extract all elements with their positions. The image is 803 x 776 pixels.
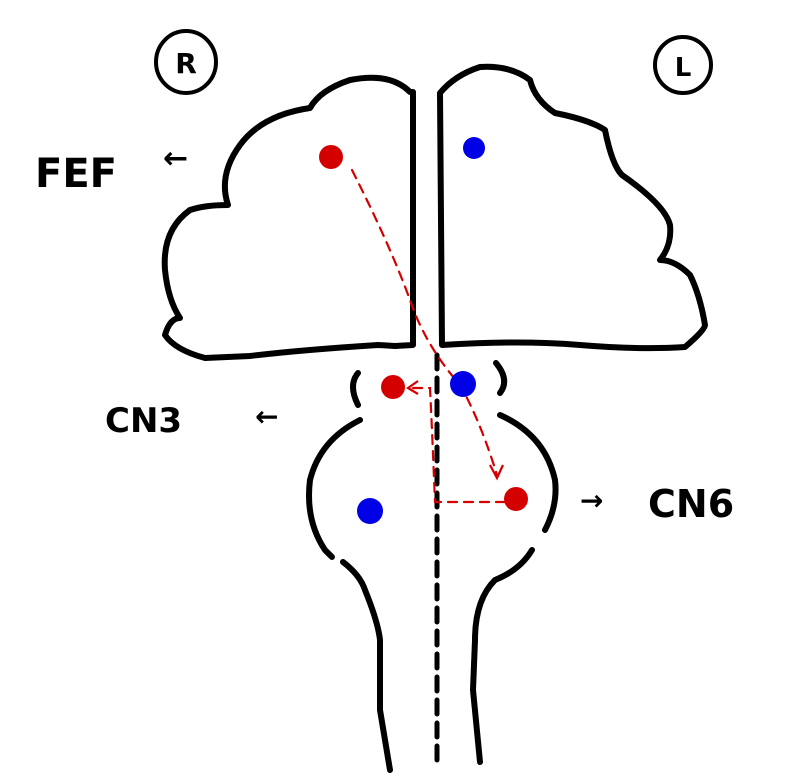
medulla-left-outline bbox=[340, 559, 393, 773]
pathway-arrowhead-cn3 bbox=[405, 380, 419, 395]
cn6-label: CN6 bbox=[648, 482, 734, 526]
cn3-label: CN3 bbox=[105, 401, 182, 441]
right-side-marker: R bbox=[154, 29, 218, 95]
left-marker-circle bbox=[653, 35, 713, 95]
right-fef-nucleus bbox=[319, 145, 343, 169]
right-cn6-nucleus bbox=[357, 498, 383, 524]
cn6-arrow-icon: → bbox=[580, 484, 603, 517]
medulla-right-outline bbox=[470, 547, 535, 765]
right-marker-circle bbox=[154, 29, 218, 95]
right-hemisphere-outline bbox=[161, 74, 416, 361]
pathway-arrowhead-cn6 bbox=[489, 464, 504, 481]
left-fef-nucleus bbox=[463, 137, 485, 159]
right-marker-text: R bbox=[175, 47, 197, 80]
left-side-marker: L bbox=[653, 35, 713, 95]
left-cn6-nucleus bbox=[504, 487, 528, 511]
pons-left-outline bbox=[306, 417, 363, 560]
left-cn3-nucleus bbox=[450, 371, 476, 397]
left-marker-text: L bbox=[675, 53, 692, 83]
fef-arrow-icon: ← bbox=[163, 141, 188, 176]
fef-to-pprf-pathway bbox=[350, 168, 499, 477]
mlf-pathway bbox=[408, 386, 507, 504]
midbrain-left-bracket bbox=[350, 370, 361, 408]
cn3-arrow-icon: ← bbox=[255, 400, 278, 433]
fef-label: FEF bbox=[35, 151, 117, 197]
midbrain-right-bracket bbox=[493, 360, 508, 396]
pons-right-outline bbox=[497, 412, 559, 533]
left-hemisphere-outline bbox=[437, 63, 708, 352]
right-cn3-nucleus bbox=[381, 375, 405, 399]
